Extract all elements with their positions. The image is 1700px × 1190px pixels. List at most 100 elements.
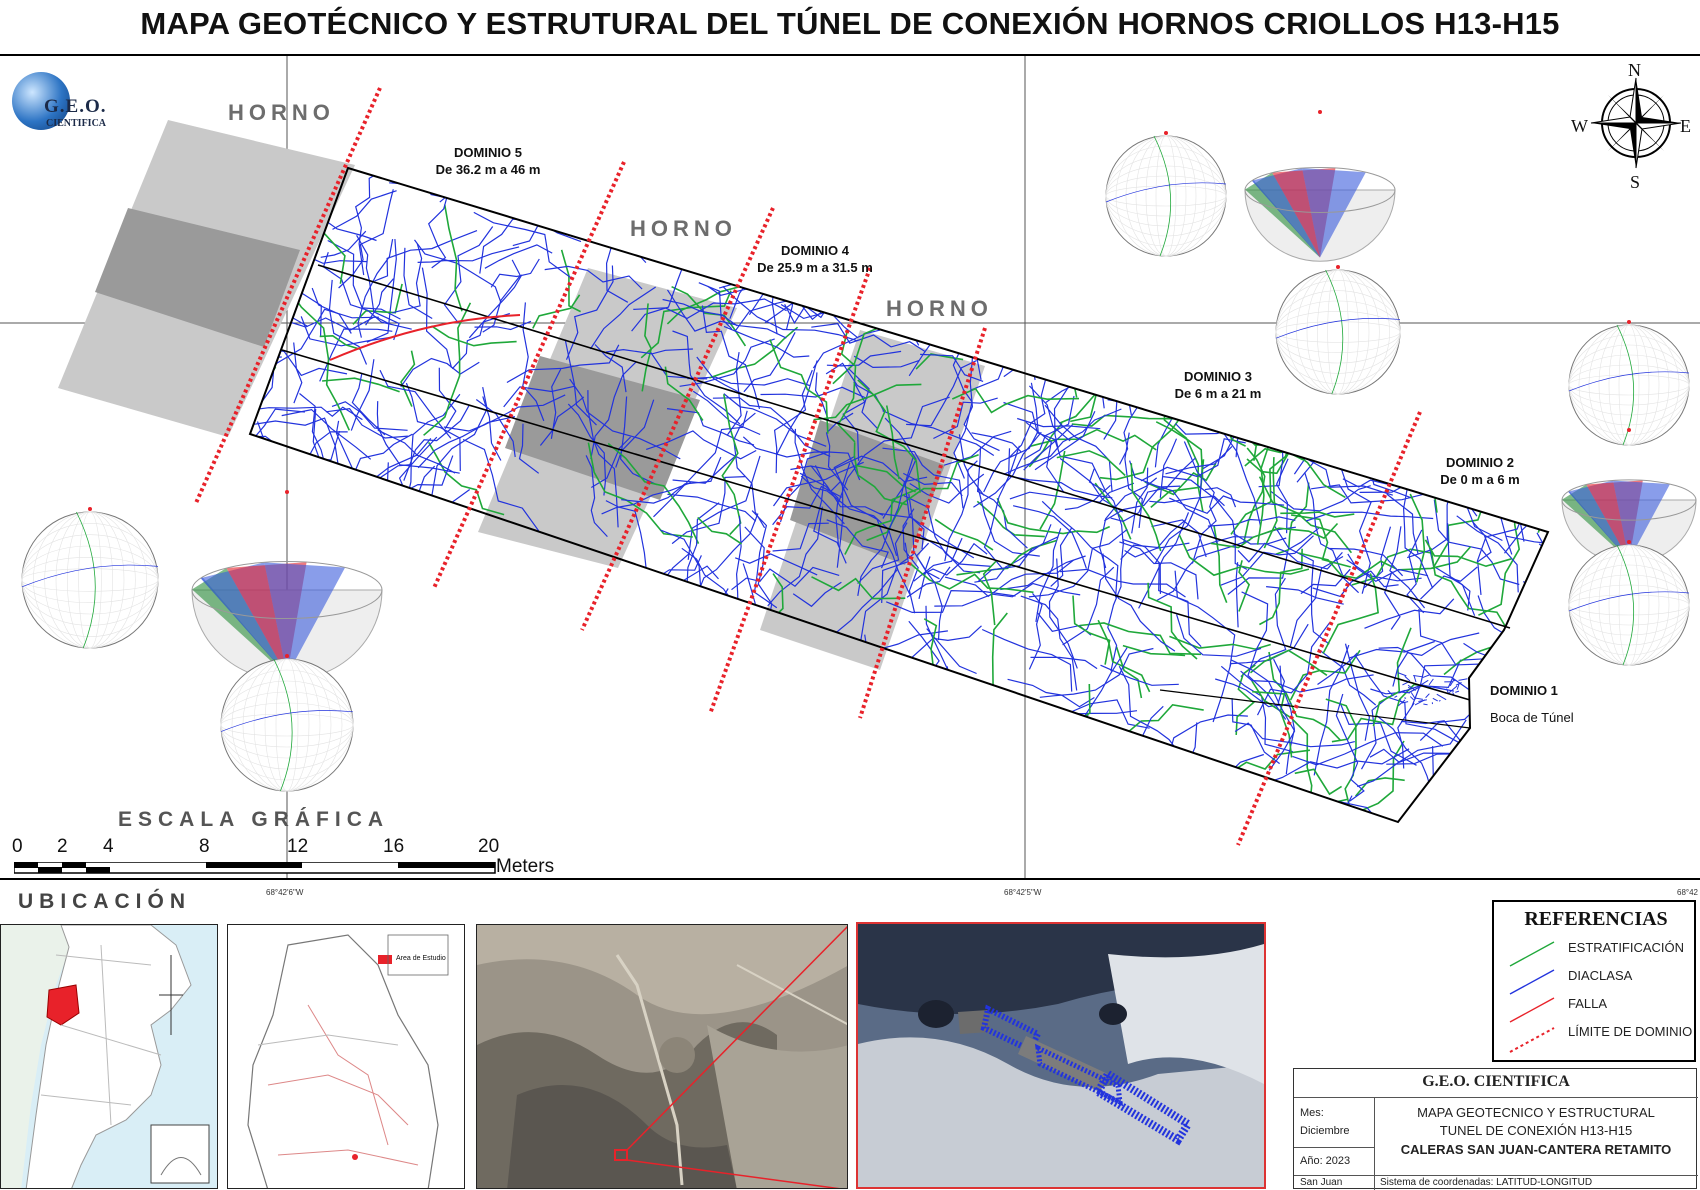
diaclasa-trace	[483, 396, 501, 460]
diaclasa-trace	[982, 630, 1071, 692]
estratificacion-trace	[1261, 806, 1296, 866]
estratificacion-trace	[1244, 448, 1265, 543]
diaclasa-trace	[373, 462, 392, 542]
satellite-inset-map[interactable]	[476, 924, 848, 1189]
tb-line3: CALERAS SAN JUAN-CANTERA RETAMITO	[1374, 1142, 1698, 1157]
diaclasa-trace	[954, 672, 1036, 711]
stereonet	[1569, 540, 1689, 665]
legend-limite: LÍMITE DE DOMINIO	[1568, 1024, 1692, 1039]
diaclasa-trace	[1030, 813, 1080, 866]
inset-legend-area: Area de Estudio	[396, 955, 446, 962]
diaclasa-trace	[1483, 367, 1501, 410]
scale-tick: 20	[478, 836, 499, 858]
stereonet	[22, 507, 158, 648]
diaclasa-trace	[1175, 424, 1317, 455]
tb-anio: Año: 2023	[1300, 1155, 1350, 1167]
diaclasa-trace	[1471, 411, 1546, 440]
diaclasa-trace	[231, 464, 285, 473]
diaclasa-trace	[1293, 733, 1443, 765]
diaclasa-trace	[1143, 794, 1220, 810]
diaclasa-trace	[939, 806, 961, 865]
diaclasa-trace	[1419, 609, 1456, 665]
diaclasa-trace	[631, 165, 673, 263]
diaclasa-trace	[946, 690, 960, 763]
compass-e: E	[1680, 116, 1691, 137]
scale-tick: 0	[12, 836, 23, 858]
legend-falla: FALLA	[1568, 996, 1607, 1011]
diaclasa-trace	[1050, 559, 1078, 669]
diaclasa-trace	[1024, 396, 1074, 459]
diaclasa-trace	[1108, 386, 1132, 415]
tb-line2: TUNEL DE CONEXIÓN H13-H15	[1374, 1123, 1698, 1138]
estratificacion-trace	[1478, 479, 1533, 616]
diaclasa-trace	[1101, 665, 1179, 685]
tunnel-section-line	[1160, 690, 1470, 728]
boca-de-tunel-label: Boca de Túnel	[1490, 710, 1574, 725]
detail-satellite-inset[interactable]	[856, 922, 1266, 1189]
estratificacion-trace	[1080, 623, 1201, 654]
estratificacion-trace	[896, 715, 925, 825]
san-juan-inset-map[interactable]: Area de Estudio	[227, 924, 465, 1189]
stereonet-3d	[1245, 110, 1395, 261]
diaclasa-trace	[1425, 315, 1489, 356]
estratificacion-trace	[957, 541, 1057, 575]
estratificacion-trace	[1356, 778, 1405, 796]
diaclasa-trace	[1500, 826, 1519, 880]
diaclasa-trace	[232, 436, 364, 482]
diaclasa-trace	[1056, 715, 1089, 796]
diaclasa-trace	[888, 756, 978, 774]
diaclasa-trace	[841, 742, 951, 808]
diaclasa-trace	[1236, 562, 1238, 627]
diaclasa-trace	[250, 481, 314, 526]
estratificacion-trace	[941, 739, 1003, 819]
diaclasa-trace	[996, 803, 1052, 852]
estratificacion-trace	[850, 757, 964, 801]
argentina-inset-map[interactable]	[0, 924, 218, 1189]
estratificacion-trace	[1523, 824, 1584, 880]
diaclasa-trace	[1060, 458, 1123, 512]
scale-title: ESCALA GRÁFICA	[118, 808, 389, 832]
diaclasa-trace	[908, 691, 954, 797]
estratificacion-trace	[1136, 809, 1261, 880]
diaclasa-trace	[1309, 387, 1328, 452]
diaclasa-trace	[1423, 704, 1427, 705]
diaclasa-trace	[877, 728, 942, 834]
diaclasa-trace	[336, 421, 363, 486]
diaclasa-trace	[730, 275, 771, 319]
estratificacion-trace	[1113, 811, 1126, 875]
diaclasa-trace	[1271, 486, 1371, 511]
scale-tick: 4	[103, 836, 114, 858]
estratificacion-trace	[1419, 794, 1482, 869]
scale-bar	[14, 862, 496, 874]
scale-tick: 12	[287, 836, 308, 858]
horno-label: HORNO	[630, 216, 737, 242]
diaclasa-trace	[274, 485, 328, 507]
diaclasa-trace	[1120, 384, 1143, 464]
diaclasa-trace	[1410, 697, 1413, 700]
diaclasa-trace	[1433, 698, 1438, 701]
estratificacion-trace	[1082, 369, 1128, 384]
coord-label: 68°42'5"W	[1004, 888, 1041, 897]
diaclasa-trace	[947, 666, 968, 783]
tb-company: G.E.O. CIENTIFICA	[1294, 1073, 1698, 1091]
diaclasa-trace	[973, 753, 1016, 816]
diaclasa-trace	[608, 566, 719, 588]
estratificacion-trace	[1470, 727, 1547, 736]
dominio-1-label: DOMINIO 1	[1490, 682, 1570, 699]
diaclasa-trace	[967, 751, 1018, 774]
diaclasa-trace	[616, 564, 651, 615]
legend-limite-symbol	[1510, 1028, 1554, 1052]
ubicacion-heading: UBICACIÓN	[18, 890, 191, 914]
diaclasa-trace	[1301, 569, 1350, 593]
diaclasa-trace	[474, 212, 573, 279]
title-block: G.E.O. CIENTIFICA Mes: Diciembre Año: 20…	[1293, 1068, 1697, 1189]
diaclasa-trace	[1376, 715, 1431, 823]
tunnel-map[interactable]	[0, 0, 1700, 880]
diaclasa-trace	[300, 394, 326, 469]
diaclasa-trace	[1051, 715, 1120, 810]
diaclasa-trace	[1510, 826, 1551, 881]
estratificacion-trace	[432, 326, 517, 346]
estratificacion-trace	[1234, 784, 1273, 880]
